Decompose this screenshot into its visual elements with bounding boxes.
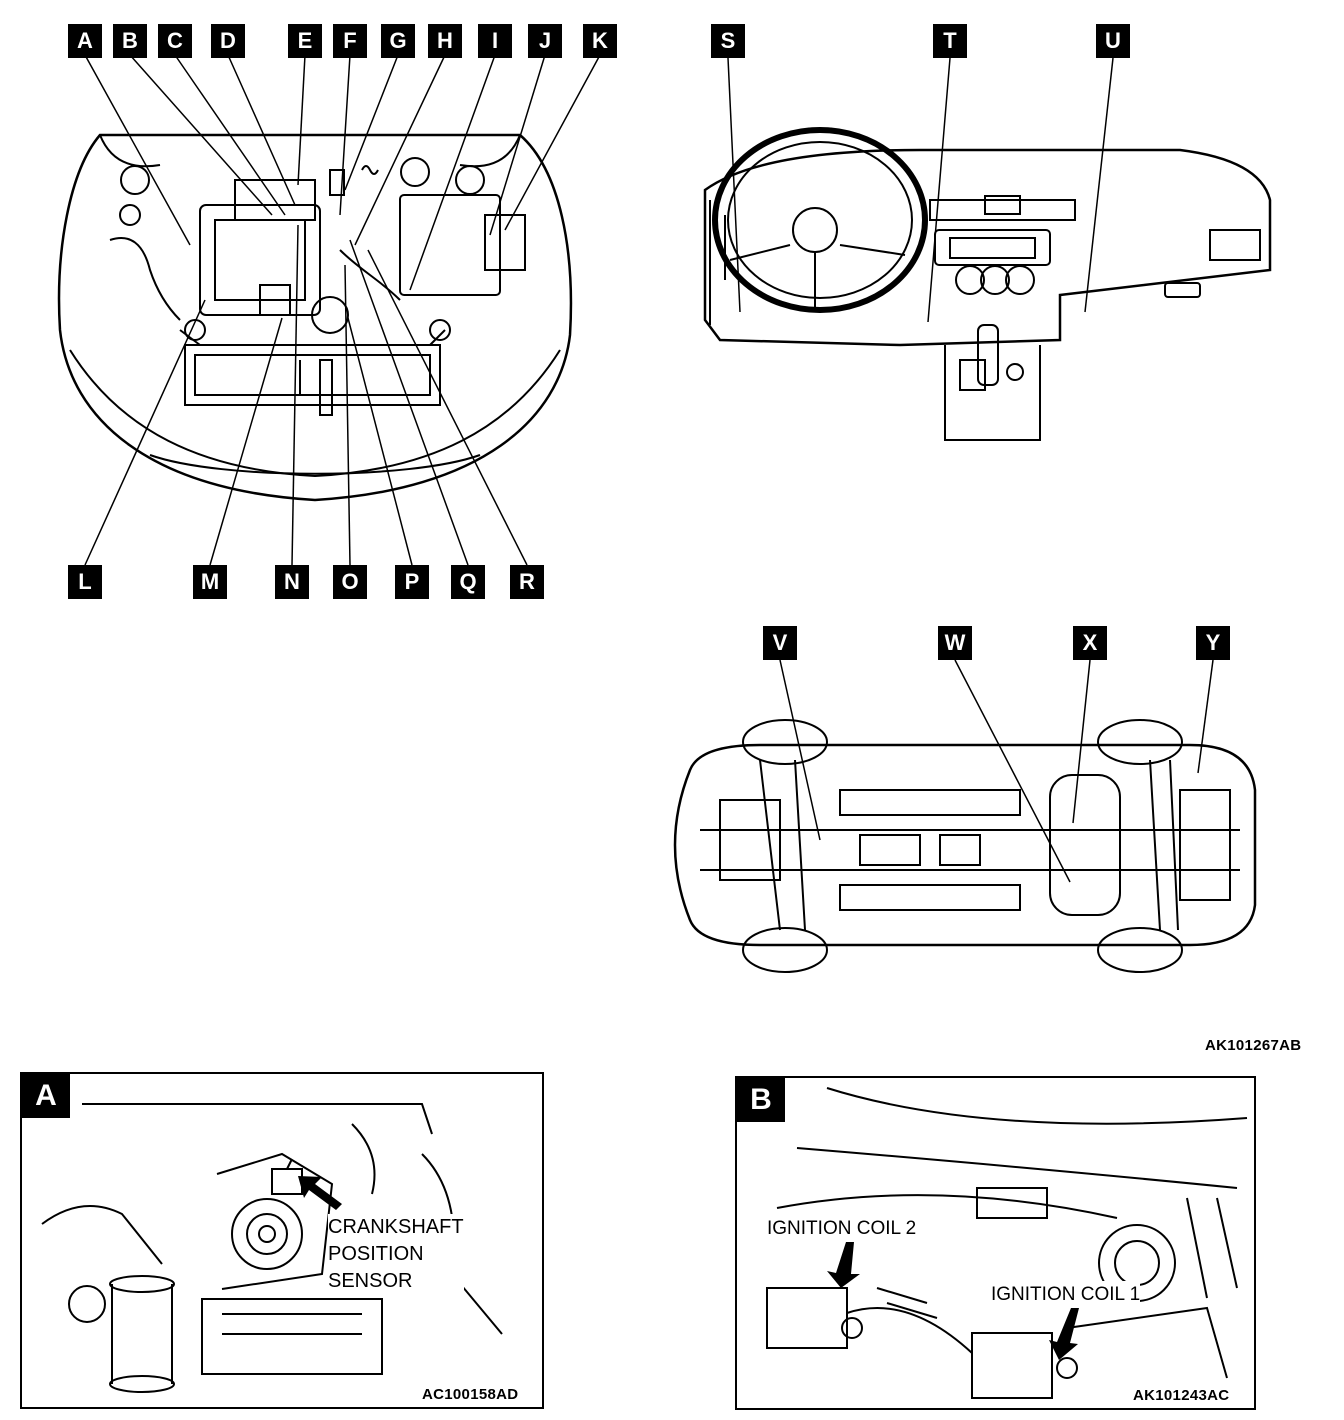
engine-label-b: B	[113, 24, 147, 58]
engine-label-l: L	[68, 565, 102, 599]
engine-label-h: H	[428, 24, 462, 58]
under-label-y: Y	[1196, 626, 1230, 660]
crankshaft-sensor-arrow	[298, 1176, 342, 1210]
ignition-coil-2-arrow	[827, 1242, 860, 1288]
engine-label-q: Q	[451, 565, 485, 599]
engine-label-c: C	[158, 24, 192, 58]
panel-a-figure-code: AC100158AD	[422, 1386, 519, 1403]
crankshaft-label-line2: POSITION	[328, 1243, 424, 1265]
dash-label-u: U	[1096, 24, 1130, 58]
detail-panel-a: A CRANKSHAFT POSITION SENSOR AC1001	[20, 1072, 544, 1409]
engine-label-e: E	[288, 24, 322, 58]
dashboard-illustration	[703, 127, 1272, 441]
underbody-leader-lines	[779, 659, 1214, 883]
dash-label-s: S	[711, 24, 745, 58]
panel-a-tag: A	[22, 1074, 70, 1118]
engine-label-d: D	[211, 24, 245, 58]
engine-label-n: N	[275, 565, 309, 599]
under-label-w: W	[938, 626, 972, 660]
engine-bay-illustration	[57, 133, 573, 502]
panel-b-drawing	[766, 1087, 1248, 1399]
crankshaft-label-line3: SENSOR	[328, 1270, 413, 1292]
panel-a-drawing	[41, 1103, 503, 1393]
ignition-coil-1-arrow	[1049, 1308, 1079, 1360]
engine-label-g: G	[381, 24, 415, 58]
dash-label-t: T	[933, 24, 967, 58]
underbody-illustration	[673, 719, 1257, 973]
engine-label-p: P	[395, 565, 429, 599]
engine-label-r: R	[510, 565, 544, 599]
panel-b-figure-code: AK101243AC	[1133, 1387, 1230, 1404]
crankshaft-label-line1: CRANKSHAFT	[328, 1216, 464, 1238]
dashboard-leader-lines	[727, 57, 1114, 323]
engine-label-k: K	[583, 24, 617, 58]
engine-label-i: I	[478, 24, 512, 58]
under-label-x: X	[1073, 626, 1107, 660]
engine-label-f: F	[333, 24, 367, 58]
panel-b-tag: B	[737, 1078, 785, 1122]
ignition-coil-2-label: IGNITION COIL 2	[767, 1215, 917, 1242]
detail-panel-b: B IGNITION COIL 2 IGNITION COIL 1 AK1012…	[735, 1076, 1256, 1410]
engine-label-j: J	[528, 24, 562, 58]
crankshaft-sensor-label: CRANKSHAFT POSITION SENSOR	[328, 1214, 464, 1295]
engine-label-o: O	[333, 565, 367, 599]
under-label-v: V	[763, 626, 797, 660]
engine-label-a: A	[68, 24, 102, 58]
overview-figure-code: AK101267AB	[1205, 1037, 1302, 1054]
ignition-coil-1-label: IGNITION COIL 1	[991, 1281, 1141, 1308]
engine-leader-lines	[84, 54, 601, 566]
engine-label-m: M	[193, 565, 227, 599]
